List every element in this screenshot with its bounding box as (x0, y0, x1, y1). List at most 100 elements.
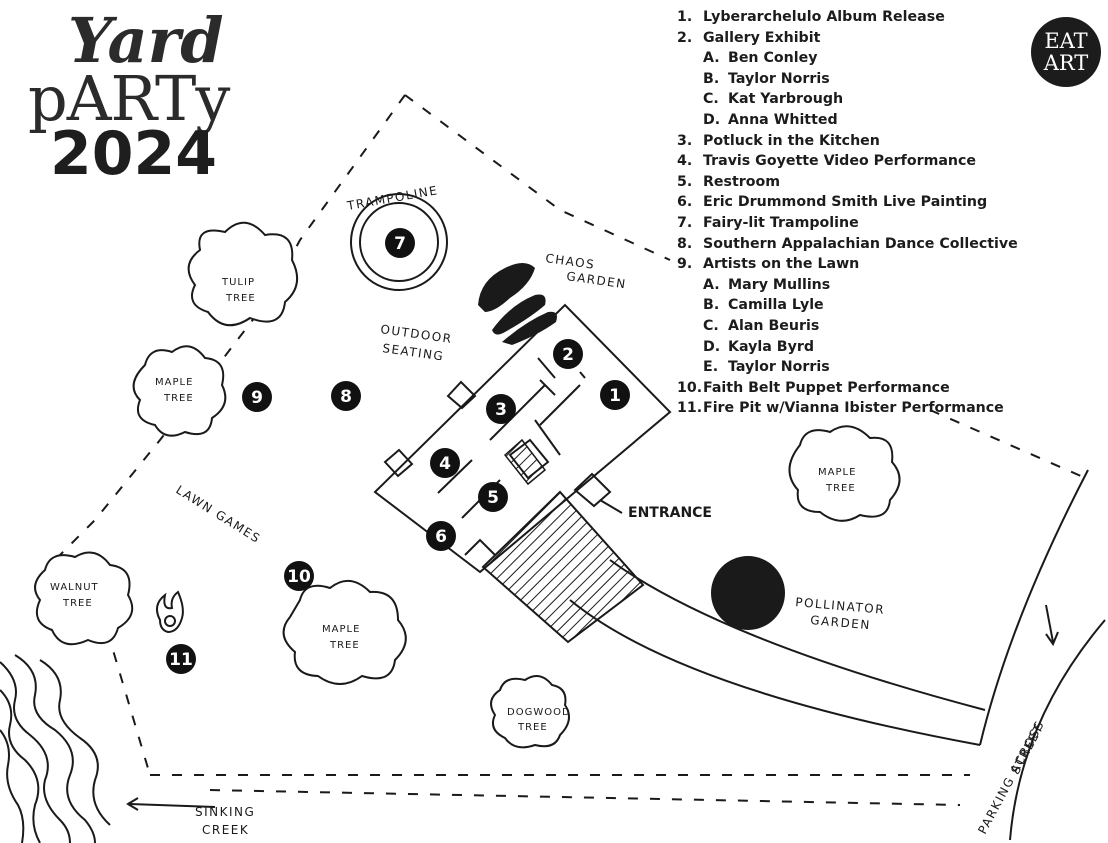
legend-item-text: Potluck in the Kitchen (703, 132, 880, 149)
legend-item: E.Taylor Norris (677, 357, 1037, 378)
maple-tree-west-outline (132, 345, 227, 437)
legend-item-text: Kat Yarbrough (728, 91, 844, 108)
pollinator-garden (711, 556, 785, 630)
legend-item: A.Ben Conley (677, 48, 1037, 69)
label-pollinator-1: POLLINATOR (795, 595, 886, 617)
legend-item-text: Fire Pit w/Vianna Ibister Performance (703, 400, 1004, 417)
legend-item-number: B. (703, 70, 720, 87)
marker-4[interactable]: 4 (430, 448, 460, 478)
svg-text:8: 8 (340, 387, 352, 407)
tulip-tree-outline (187, 221, 299, 327)
label-dogwood-2: TREE (517, 722, 548, 733)
legend-item-text: Ben Conley (728, 50, 818, 67)
legend-item: A. Mary Mullins (677, 275, 1037, 296)
marker-9[interactable]: 9 (242, 382, 272, 412)
marker-7[interactable]: 7 (385, 228, 415, 258)
entrance-label: ENTRANCE (628, 505, 712, 521)
svg-text:1: 1 (609, 386, 621, 406)
label-outdoor-2: SEATING (382, 341, 445, 364)
legend-item: 3.Potluck in the Kitchen (677, 131, 1037, 152)
maple-tree-east-outline (788, 425, 901, 522)
legend-item: 8.Southern Appalachian Dance Collective (677, 234, 1037, 255)
marker-6[interactable]: 6 (426, 521, 456, 551)
title-line-2: pARTy (28, 62, 230, 135)
legend-item-number: C. (703, 91, 719, 108)
legend-item-number: 10. (677, 379, 703, 396)
legend-item: 11.Fire Pit w/Vianna Ibister Performance (677, 398, 1037, 419)
legend-item-text: Kayla Byrd (728, 338, 814, 355)
trampoline (350, 193, 448, 291)
legend-item-text: Faith Belt Puppet Performance (703, 379, 950, 396)
legend-item-number: D. (703, 111, 721, 128)
legend-item: B. Camilla Lyle (677, 295, 1037, 316)
marker-2[interactable]: 2 (553, 339, 583, 369)
legend-item: 5.Restroom (677, 172, 1037, 193)
marker-8[interactable]: 8 (331, 381, 361, 411)
svg-text:2: 2 (562, 345, 574, 365)
eat-art-logo: EAT ART (1031, 17, 1101, 87)
svg-text:9: 9 (251, 388, 263, 408)
label-tulip-2: TREE (225, 293, 256, 304)
svg-text:3: 3 (495, 400, 507, 420)
legend-item-number: A. (703, 276, 720, 293)
legend-item-text: Alan Beuris (728, 317, 820, 334)
legend-item-number: 6. (677, 194, 693, 211)
legend-item-number: 1. (677, 9, 693, 25)
legend-item-text: Mary Mullins (728, 276, 831, 293)
label-trampoline: TRAMPOLINE (345, 183, 439, 213)
legend-item: C. Alan Beuris (677, 316, 1037, 337)
deck (481, 490, 645, 644)
legend-item-number: 7. (677, 214, 693, 231)
title-line-1: Yard (68, 4, 224, 77)
legend-item-number: 2. (677, 29, 693, 46)
legend-item-number: 8. (677, 235, 693, 252)
legend-item-text: Travis Goyette Video Performance (703, 153, 977, 170)
svg-text:5: 5 (487, 488, 499, 508)
legend-item-number: B. (703, 297, 720, 314)
legend-item: 9.Artists on the Lawn (677, 254, 1037, 275)
walnut-tree-outline (34, 551, 134, 646)
legend-item-number: C. (703, 317, 719, 334)
dogwood-tree-outline (490, 675, 570, 749)
legend-item-number: 9. (677, 256, 693, 273)
svg-text:7: 7 (394, 234, 406, 254)
legend-item-text: Taylor Norris (728, 359, 830, 376)
legend-item: 6.Eric Drummond Smith Live Painting (677, 192, 1037, 213)
label-parking-2: STREET (1008, 721, 1046, 776)
legend-item-text: Gallery Exhibit (703, 29, 821, 46)
label-maple-w-1: MAPLE (155, 377, 193, 388)
label-maple-c-1: MAPLE (322, 624, 360, 635)
label-maple-e-2: TREE (825, 483, 856, 494)
label-tulip-1: TULIP (221, 277, 255, 288)
label-maple-c-2: TREE (329, 640, 360, 651)
marker-5[interactable]: 5 (478, 482, 508, 512)
legend-item-number: 11. (677, 400, 703, 417)
creek (0, 654, 111, 843)
legend-item-text: Anna Whitted (728, 111, 838, 128)
legend-item: 1.Lyberarchelulo Album Release (677, 7, 1037, 28)
marker-11[interactable]: 11 (166, 644, 196, 674)
legend-item: C. Kat Yarbrough (677, 89, 1037, 110)
maple-tree-center-outline (282, 580, 407, 685)
marker-10[interactable]: 10 (284, 561, 314, 591)
legend-item-number: 4. (677, 153, 693, 170)
legend-item: 4. Travis Goyette Video Performance (677, 151, 1037, 172)
marker-1[interactable]: 1 (600, 380, 630, 410)
marker-3[interactable]: 3 (486, 394, 516, 424)
legend-item: D. Kayla Byrd (677, 337, 1037, 358)
label-chaos-1: CHAOS (545, 251, 596, 272)
svg-text:11: 11 (169, 650, 193, 670)
legend-item-text: Camilla Lyle (728, 297, 824, 314)
legend-item-number: D. (703, 338, 721, 355)
parking-arrow (1045, 604, 1054, 643)
label-walnut-1: WALNUT (50, 582, 99, 593)
legend-item: B. Taylor Norris (677, 69, 1037, 90)
legend-item-text: Taylor Norris (728, 70, 830, 87)
legend-item: 10.Faith Belt Puppet Performance (677, 378, 1037, 399)
driveway (569, 469, 1106, 841)
label-chaos-2: GARDEN (566, 269, 628, 291)
legend-item-text: Restroom (703, 173, 781, 190)
svg-text:6: 6 (435, 527, 447, 547)
label-maple-w-2: TREE (163, 393, 194, 404)
